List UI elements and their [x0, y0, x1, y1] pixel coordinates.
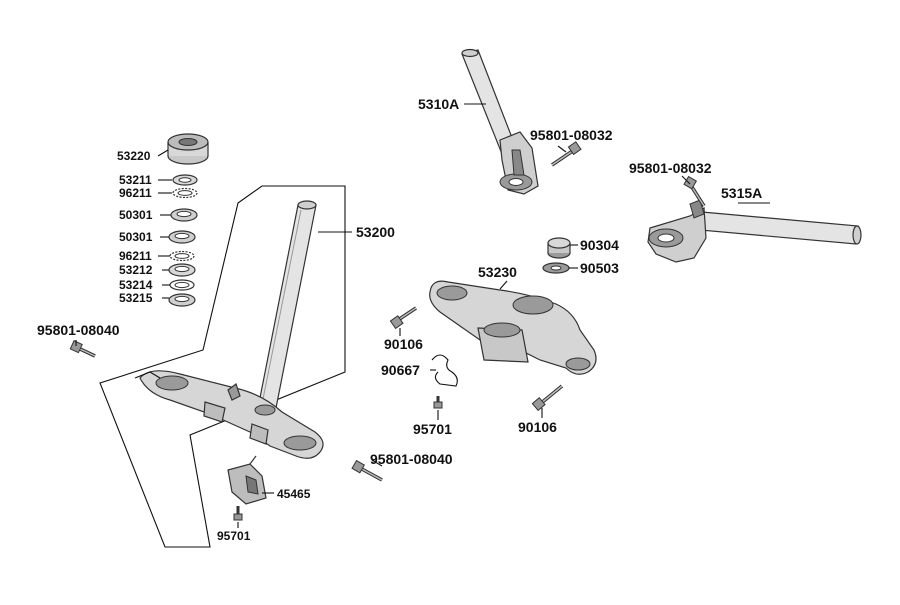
label-90304: 90304 — [580, 237, 619, 253]
part-53220 — [167, 133, 209, 165]
bearing-stack — [167, 133, 209, 307]
label-95801-08032-b: 95801-08032 — [629, 160, 712, 176]
part-96211-a — [172, 187, 198, 199]
label-53220: 53220 — [117, 149, 151, 163]
label-90503: 90503 — [580, 260, 619, 276]
part-90304 — [547, 237, 571, 259]
part-90106-b — [531, 384, 564, 412]
part-95801-08032-b — [683, 175, 706, 207]
label-95701-a: 95701 — [217, 529, 251, 543]
part-90667 — [431, 354, 458, 387]
label-50301-a: 50301 — [119, 208, 153, 222]
label-95801-08040-b: 95801-08040 — [370, 451, 453, 467]
part-labels: 53220 53211 96211 50301 50301 96211 5321… — [37, 96, 762, 543]
part-5315A — [647, 199, 862, 263]
part-53214 — [169, 279, 195, 291]
label-5310A: 5310A — [418, 96, 459, 112]
part-95801-08040-b — [351, 459, 383, 482]
part-95701-b — [433, 396, 443, 409]
label-53212: 53212 — [119, 263, 153, 277]
label-95801-08032-a: 95801-08032 — [530, 127, 613, 143]
label-5315A: 5315A — [721, 185, 762, 201]
part-95801-08032-a — [551, 141, 582, 167]
part-96211-b — [169, 250, 195, 262]
label-90106-b: 90106 — [518, 419, 557, 435]
label-53214: 53214 — [119, 278, 153, 292]
part-53230-upper-clamp — [429, 280, 597, 375]
label-50301-b: 50301 — [119, 230, 153, 244]
part-5310A — [461, 48, 539, 195]
part-95801-08040-a — [69, 340, 96, 358]
label-90667: 90667 — [381, 362, 420, 378]
part-53212 — [168, 263, 196, 277]
label-53215: 53215 — [119, 291, 153, 305]
label-90106-a: 90106 — [384, 336, 423, 352]
part-45465 — [227, 455, 267, 505]
label-45465: 45465 — [277, 487, 311, 501]
label-53230: 53230 — [478, 264, 517, 280]
label-95701-b: 95701 — [413, 421, 452, 437]
part-95701-a — [233, 506, 243, 521]
label-95801-08040-a: 95801-08040 — [37, 322, 120, 338]
part-53211 — [172, 174, 198, 186]
stem-group-outline — [99, 185, 346, 548]
part-53200-steering-stem — [134, 200, 324, 459]
part-53215 — [168, 293, 196, 307]
leader-lines — [75, 103, 770, 528]
label-96211-b: 96211 — [119, 249, 152, 263]
part-50301-b — [168, 230, 196, 244]
label-96211-a: 96211 — [119, 186, 152, 200]
part-50301-a — [170, 208, 198, 222]
part-90106-a — [389, 306, 417, 330]
label-53200: 53200 — [356, 224, 395, 240]
label-53211: 53211 — [119, 173, 152, 187]
part-90503 — [542, 262, 570, 274]
